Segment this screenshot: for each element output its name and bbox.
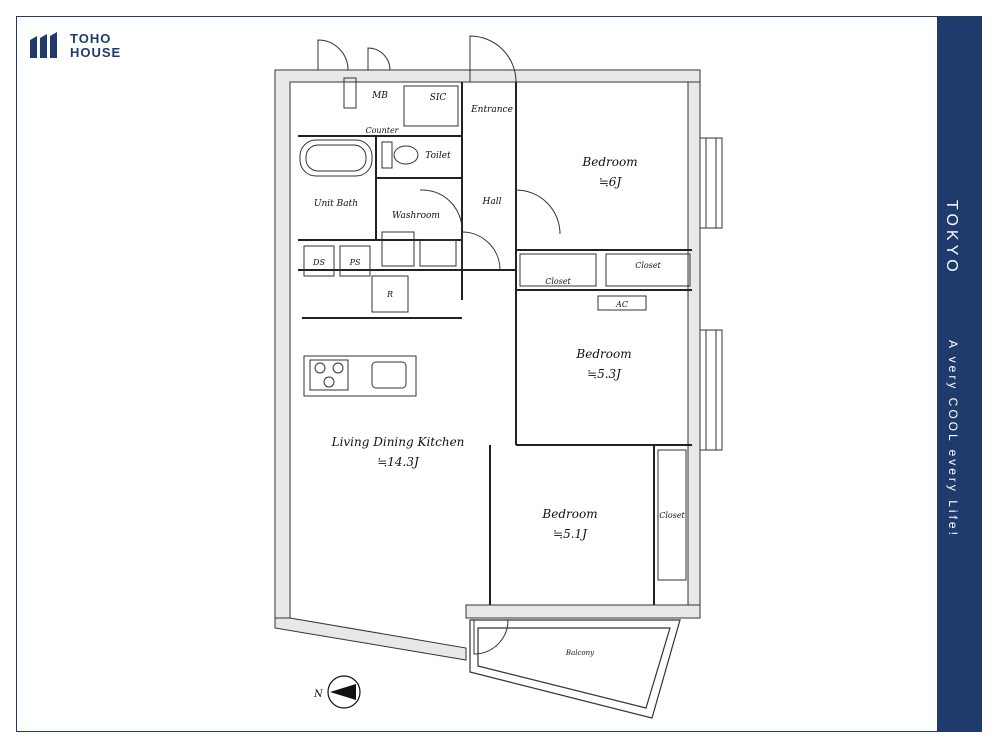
washbasin-icon [381, 231, 457, 267]
stove-icon [303, 355, 417, 397]
door-swings [317, 35, 561, 655]
bedroom-c-name: Bedroom [541, 507, 597, 521]
closet-1-label: Closet [545, 277, 571, 286]
toho-house-logo-icon [30, 32, 57, 58]
closet-boxes [519, 253, 691, 581]
washroom-label: Washroom [392, 211, 440, 221]
brand-line1: TOHO [70, 31, 112, 46]
bedroom-c-size: ≒5.1J [553, 527, 588, 541]
entrance-label: Entrance [470, 105, 513, 115]
mb-label: MB [371, 91, 388, 101]
sic-box-icon [403, 85, 459, 127]
balcony-label: Balcony [565, 649, 595, 657]
toilet-icon [381, 141, 419, 169]
side-tagline-text: A very COOL every Life! [946, 340, 960, 538]
outer-walls [274, 69, 701, 661]
hall-label: Hall [482, 197, 502, 207]
balcony-outline [469, 619, 681, 719]
r-label: R [386, 290, 393, 299]
interior-walls [298, 82, 692, 605]
counter-label: Counter [365, 126, 399, 135]
ds-ps-boxes [303, 245, 409, 313]
brand-logo: TOHO HOUSE [28, 30, 121, 62]
sic-label: SIC [430, 93, 447, 103]
brand-line2: HOUSE [70, 45, 122, 60]
windows [699, 137, 723, 451]
bedroom-b-name: Bedroom [575, 347, 631, 361]
north-arrow-icon [327, 675, 361, 709]
ldk-name: Living Dining Kitchen [331, 435, 465, 449]
side-city-text: TOKYO [943, 200, 960, 276]
closet-2-label: Closet [635, 261, 661, 270]
floor-plan: Bedroom ≒6J Bedroom ≒5.3J Bedroom ≒5.1J … [274, 35, 723, 719]
compass-label: N [313, 689, 324, 700]
mb-box-icon [343, 77, 357, 109]
ac-box-icon [597, 295, 647, 311]
closet-3-label: Closet [659, 511, 685, 520]
bedroom-a-size: ≒6J [599, 175, 623, 189]
unit-bath-tub-icon [299, 139, 373, 177]
toilet-label: Toilet [425, 151, 451, 161]
bedroom-a-name: Bedroom [581, 155, 637, 169]
ac-label: AC [615, 300, 628, 309]
ds-label: DS [312, 258, 325, 267]
ps-label: PS [349, 258, 361, 267]
bedroom-b-size: ≒5.3J [587, 367, 622, 381]
side-band [938, 16, 982, 732]
unit-bath-label: Unit Bath [314, 199, 358, 209]
ldk-size: ≒14.3J [377, 455, 420, 469]
